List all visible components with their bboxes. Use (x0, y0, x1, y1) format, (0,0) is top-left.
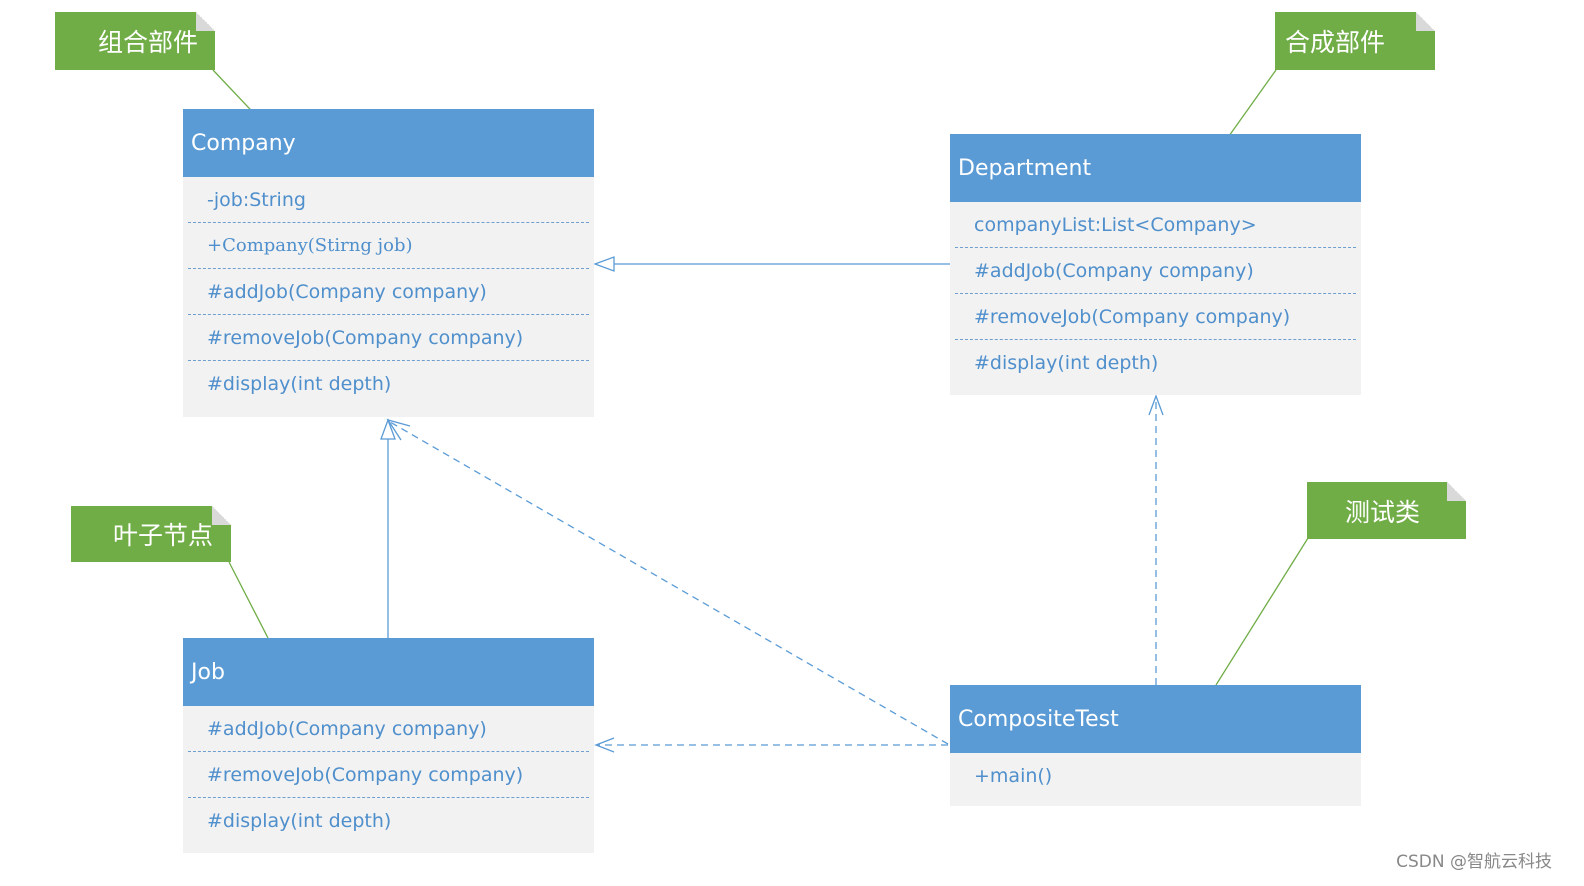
department-member-companylist: companyList:List<Company> (955, 202, 1356, 248)
note-composite-label: 合成部件 (1285, 28, 1386, 57)
job-member-removejob: #removeJob(Company company) (188, 752, 589, 798)
company-member-display: #display(int depth) (207, 373, 392, 395)
department-class-name: Department (950, 134, 1361, 202)
department-inherits-company-arrowhead (593, 256, 615, 272)
note-test-label: 测试类 (1345, 497, 1421, 527)
note-line-test (1215, 537, 1309, 686)
department-member-display: #display(int depth) (974, 352, 1159, 374)
company-member-job-field: -job:String (188, 177, 589, 223)
company-member-removejob: #removeJob(Company company) (188, 315, 589, 361)
company-class-name: Company (183, 109, 594, 177)
compositetest-member-main: +main() (974, 765, 1053, 787)
company-member-constructor: +Company(Stirng job) (188, 223, 589, 269)
job-member-addjob: #addJob(Company company) (188, 706, 589, 752)
company-class[interactable]: Company -job:String +Company(Stirng job)… (183, 109, 594, 417)
compositetest-class-name: CompositeTest (950, 685, 1361, 753)
note-leaf-label: 叶子节点 (113, 521, 214, 550)
job-inherits-company-arrowhead (380, 418, 396, 440)
note-fold-corner (1447, 482, 1466, 501)
test-depends-company-arrowhead (386, 418, 411, 441)
department-class[interactable]: Department companyList:List<Company> #ad… (950, 134, 1361, 395)
job-member-display: #display(int depth) (207, 810, 392, 832)
note-line-leaf (228, 561, 269, 639)
note-fold-corner (212, 506, 231, 525)
department-member-removejob: #removeJob(Company company) (955, 294, 1356, 340)
note-composite[interactable]: 合成部件 (1275, 12, 1435, 70)
company-member-addjob: #addJob(Company company) (188, 269, 589, 315)
job-class-name: Job (183, 638, 594, 706)
note-test[interactable]: 测试类 (1307, 482, 1466, 539)
note-leaf[interactable]: 叶子节点 (71, 506, 231, 562)
note-component[interactable]: 组合部件 (55, 12, 215, 70)
watermark: CSDN @智航云科技 (1396, 852, 1552, 872)
note-component-label: 组合部件 (98, 28, 199, 57)
job-class[interactable]: Job #addJob(Company company) #removeJob(… (183, 638, 594, 853)
department-member-addjob: #addJob(Company company) (955, 248, 1356, 294)
note-fold-corner (1416, 12, 1435, 31)
note-fold-corner (196, 12, 215, 31)
test-depends-department-arrowhead (1148, 394, 1164, 416)
test-depends-job-arrowhead (594, 737, 615, 753)
compositetest-class[interactable]: CompositeTest +main() (950, 685, 1361, 806)
